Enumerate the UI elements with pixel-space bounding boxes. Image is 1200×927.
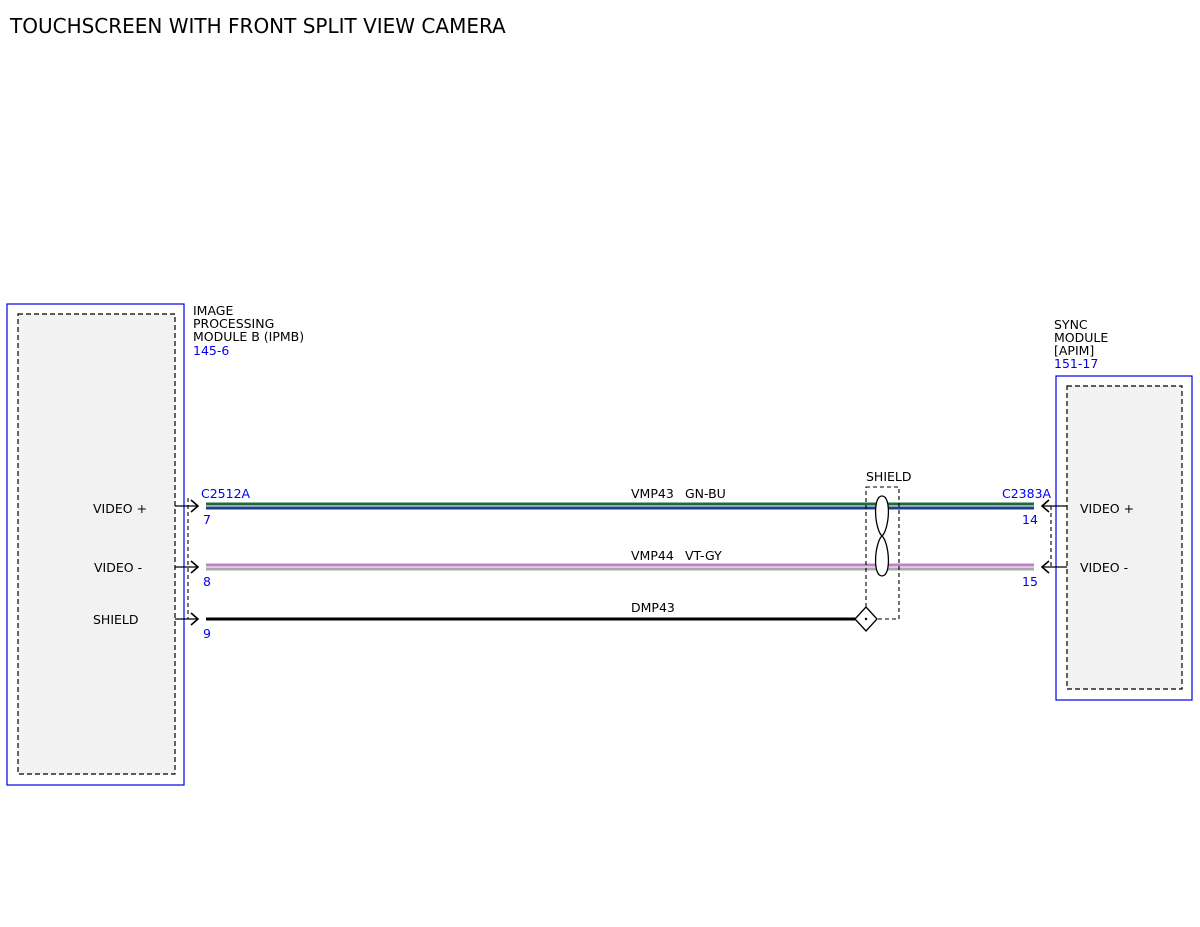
right-pin-label-video-plus: VIDEO + (1080, 501, 1134, 516)
right-pin-number-14: 14 (1022, 512, 1038, 527)
left-module-ref[interactable]: 145-6 (193, 343, 229, 358)
left-pin-9-arrow-icon (190, 612, 200, 626)
shield-dashed-box (865, 486, 900, 620)
left-module-name-line-1: IMAGE (193, 303, 233, 318)
left-pin-label-video-plus: VIDEO + (93, 501, 147, 516)
wire-dmp43-circuit: DMP43 (631, 600, 675, 615)
diagram-title: TOUCHSCREEN WITH FRONT SPLIT VIEW CAMERA (9, 14, 506, 38)
wire-vmp43-color-code: GN-BU (685, 486, 726, 501)
right-pin-label-video-minus: VIDEO - (1080, 560, 1128, 575)
right-module-name-line-2: MODULE (1054, 330, 1108, 345)
left-module[interactable] (6, 303, 185, 786)
right-module-ref[interactable]: 151-17 (1054, 356, 1098, 371)
right-module-inner-box (1066, 385, 1183, 690)
left-pin-label-video-minus: VIDEO - (94, 560, 142, 575)
left-pin-7-arrow-icon (190, 499, 200, 513)
twisted-pair-icon (874, 495, 890, 577)
left-pin-8-arrow-icon (190, 560, 200, 574)
right-pin-15-arrow-icon (1040, 560, 1050, 574)
left-module-name-line-3: MODULE B (IPMB) (193, 329, 304, 344)
left-module-inner-box (17, 313, 176, 775)
left-connector[interactable] (175, 498, 200, 626)
left-pin-label-shield: SHIELD (93, 612, 139, 627)
right-module[interactable] (1055, 375, 1193, 701)
left-pin-number-8: 8 (203, 574, 211, 589)
right-pin-number-15: 15 (1022, 574, 1038, 589)
right-connector[interactable] (1040, 499, 1067, 574)
left-connector-id[interactable]: C2512A (201, 486, 251, 501)
right-pin-14-arrow-icon (1040, 499, 1050, 513)
right-module-name-line-1: SYNC (1054, 317, 1088, 332)
left-pin-number-9: 9 (203, 626, 211, 641)
shield-label: SHIELD (866, 469, 912, 484)
right-connector-id[interactable]: C2383A (1002, 486, 1052, 501)
twisted-pair-shield[interactable] (854, 486, 900, 632)
wire-vmp44-color-code: VT-GY (685, 548, 722, 563)
shield-ground-dot-icon (864, 617, 868, 621)
wire-vmp43[interactable] (206, 502, 1034, 510)
wire-vmp44-circuit: VMP44 (631, 548, 674, 563)
right-module-name-line-3: [APIM] (1054, 343, 1094, 358)
left-module-name-line-2: PROCESSING (193, 316, 274, 331)
left-pin-number-7: 7 (203, 512, 211, 527)
wire-vmp43-circuit: VMP43 (631, 486, 674, 501)
wire-vmp44[interactable] (206, 563, 1034, 571)
